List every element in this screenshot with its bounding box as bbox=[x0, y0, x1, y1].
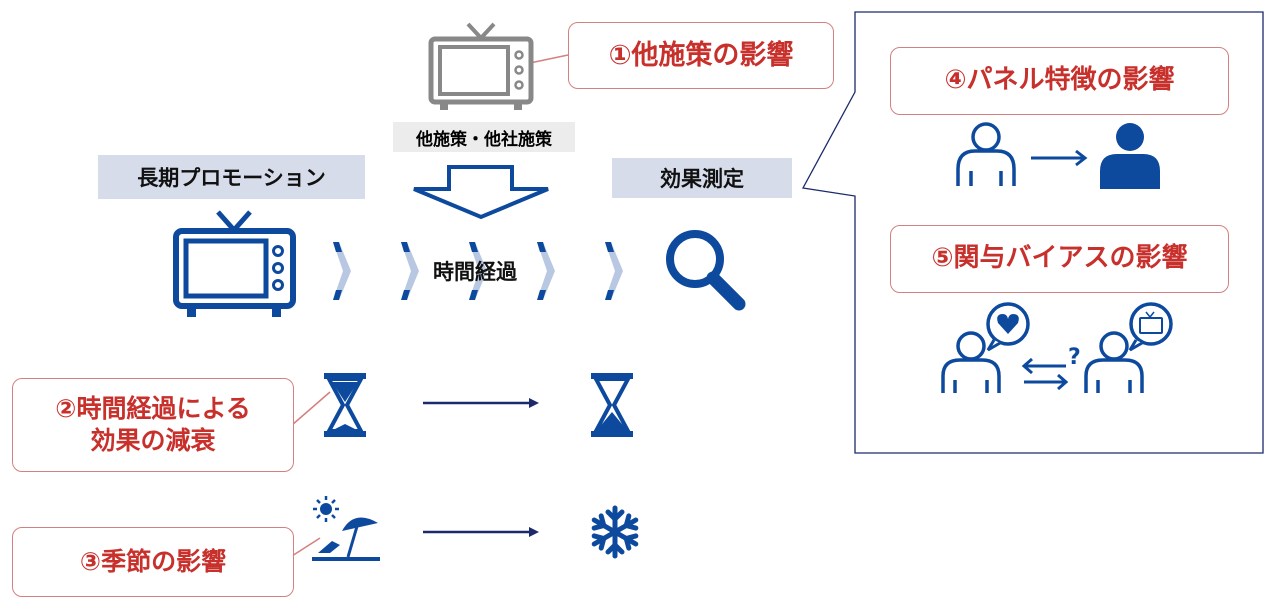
connector-1 bbox=[529, 54, 569, 64]
beach-sun-icon bbox=[312, 496, 380, 561]
swap-arrows-icon bbox=[1021, 357, 1069, 391]
hourglass-icon-full bbox=[324, 373, 366, 437]
arrow-right-icon bbox=[423, 398, 539, 408]
callout-panel-features: ④パネル特徴の影響 bbox=[890, 47, 1229, 115]
callout-season: ③季節の影響 bbox=[12, 527, 294, 597]
arrow-right-icon bbox=[1031, 149, 1088, 167]
callout-time-decay-line2: 効果の減衰 bbox=[90, 426, 216, 455]
callout-other-measures: ①他施策の影響 bbox=[568, 22, 834, 89]
callout-involvement-bias: ⑤関与バイアスの影響 bbox=[890, 225, 1229, 293]
tv-icon-blue bbox=[173, 210, 296, 317]
connector-3 bbox=[291, 537, 321, 557]
tv-icon-gray bbox=[428, 22, 534, 110]
magnifier-icon bbox=[666, 230, 746, 311]
connector-2 bbox=[291, 391, 331, 426]
person-with-tv-icon bbox=[1084, 302, 1173, 393]
measurement-label: 効果測定 bbox=[612, 158, 792, 198]
elapsed-time-label: 時間経過 bbox=[433, 260, 517, 284]
person-outline-icon bbox=[956, 122, 1016, 186]
chevron-icon bbox=[469, 242, 487, 300]
chevron-icon bbox=[537, 242, 555, 300]
person-with-heart-icon bbox=[941, 302, 1030, 393]
arrow-right-icon bbox=[423, 527, 539, 537]
callout-time-decay: ②時間経過による 効果の減衰 bbox=[12, 378, 294, 472]
chevron-icon bbox=[333, 242, 351, 300]
person-filled-icon bbox=[1100, 123, 1160, 189]
callout-panel-outline bbox=[801, 11, 1264, 454]
hourglass-icon-empty bbox=[591, 373, 633, 437]
long-promotion-label: 長期プロモーション bbox=[98, 155, 365, 199]
snowflake-icon bbox=[591, 505, 639, 559]
chevron-icon bbox=[401, 242, 419, 300]
question-mark: ? bbox=[1068, 345, 1081, 370]
down-arrow-icon bbox=[413, 165, 549, 220]
other-sources-label: 他施策・他社施策 bbox=[393, 122, 575, 152]
chevron-icon bbox=[605, 242, 623, 300]
callout-time-decay-line1: ②時間経過による bbox=[55, 393, 251, 423]
